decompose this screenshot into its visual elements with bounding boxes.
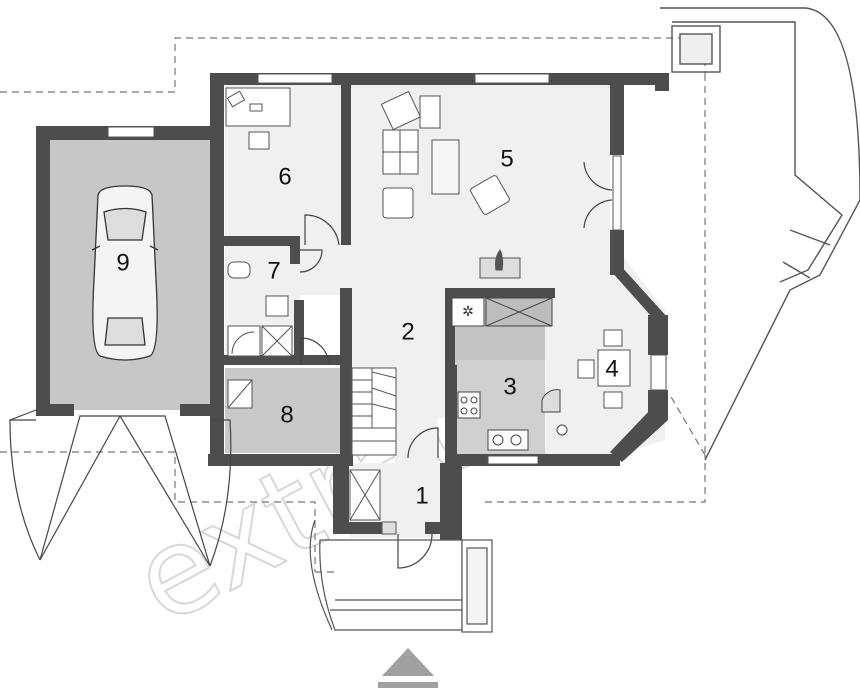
roof-outline xyxy=(0,37,706,573)
room-label-6: 6 xyxy=(278,163,291,190)
windows xyxy=(107,73,667,465)
living-furniture xyxy=(380,90,521,279)
entrance-porch xyxy=(309,519,493,633)
doors xyxy=(299,161,613,569)
staircase xyxy=(351,367,397,456)
room-label-7: 7 xyxy=(267,257,280,284)
entrance-arrow-icon xyxy=(378,648,438,688)
utility-fixtures xyxy=(227,379,253,409)
kitchen-fixtures: ✲ xyxy=(451,297,568,451)
room-label-8: 8 xyxy=(280,401,293,428)
room-label-1: 1 xyxy=(415,482,428,509)
room-label-3: 3 xyxy=(503,373,516,400)
bathroom-fixtures xyxy=(227,261,293,357)
walls xyxy=(36,73,669,540)
office-furniture xyxy=(225,87,291,150)
room-labels: 1 2 3 4 5 6 7 8 9 xyxy=(116,145,618,509)
room-label-2: 2 xyxy=(401,318,414,345)
room-label-5: 5 xyxy=(500,145,513,172)
terrace xyxy=(660,7,860,461)
garage-gate xyxy=(9,409,232,567)
svg-text:✲: ✲ xyxy=(462,303,474,319)
room-label-4: 4 xyxy=(605,355,618,382)
dining-furniture xyxy=(577,329,631,409)
room-label-9: 9 xyxy=(116,249,129,276)
wardrobe xyxy=(349,469,397,535)
car-icon xyxy=(91,185,159,361)
